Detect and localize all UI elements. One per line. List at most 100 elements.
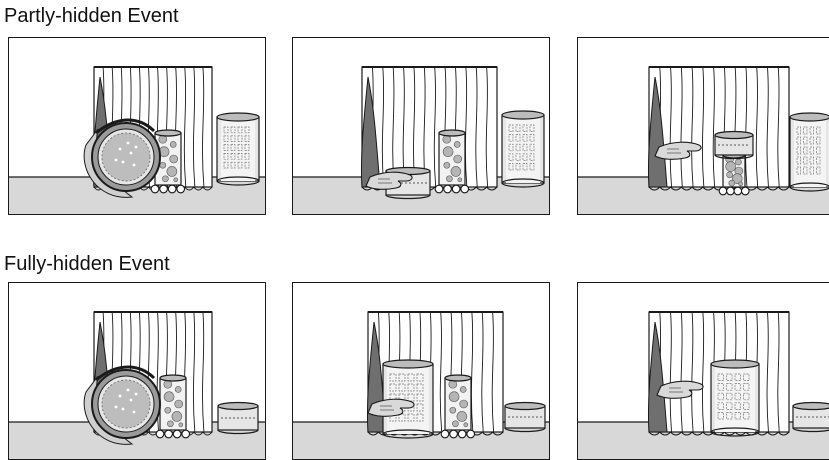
tower-spot (175, 386, 181, 392)
lid-dot (135, 393, 138, 396)
tower-foot-ball (444, 185, 452, 193)
tower-spot (735, 159, 741, 165)
tower-foot-ball (177, 185, 185, 193)
tower-spot (165, 407, 171, 413)
tower-spot (446, 176, 452, 182)
tower-foot-ball (156, 430, 164, 438)
short-lid-cylinder (505, 403, 545, 432)
tower-spot (174, 178, 178, 182)
tower-foot-ball (467, 430, 475, 438)
tower-spot (167, 166, 177, 176)
cylinder-top (383, 360, 433, 368)
tower-spot (729, 180, 735, 186)
tower-spot (170, 141, 176, 147)
lid-dot (119, 148, 122, 151)
tower-spot (160, 162, 166, 168)
tower-spot (450, 407, 456, 413)
tower-spot (452, 421, 458, 427)
tall-patterned-cylinder (711, 360, 759, 436)
tower-spot (444, 162, 450, 168)
scene-svg (577, 37, 829, 215)
tower-spot (727, 172, 733, 178)
panel-fully-hidden-3 (577, 282, 829, 460)
tower-spot (464, 423, 468, 427)
tower-spot (458, 178, 462, 182)
lid-dot (135, 146, 138, 149)
tower-spot (449, 392, 459, 402)
tower-spot (460, 386, 466, 392)
tall-patterned-cylinder (502, 111, 544, 187)
lid-dot (133, 411, 136, 414)
lid-dot (127, 389, 130, 392)
tower-spot (454, 155, 462, 163)
lid-dot (122, 408, 125, 411)
tower-foot-ball (458, 430, 466, 438)
lid-inner-ring (102, 380, 150, 428)
tower-foot-ball (734, 187, 742, 195)
tower-top (445, 375, 471, 381)
scene-svg (8, 282, 266, 460)
tower-top (439, 130, 465, 136)
panel-fully-hidden-1 (8, 282, 266, 460)
panel-partly-hidden-1 (8, 37, 266, 215)
curtain (648, 67, 789, 190)
tower-foot-ball (151, 185, 159, 193)
section-title-fully-hidden: Fully-hidden Event (4, 254, 170, 274)
scene-svg (292, 282, 550, 460)
short-lid-cylinder (218, 403, 258, 434)
short-lid-cylinder (793, 403, 829, 432)
tower-spot (175, 400, 183, 408)
tower-spot (726, 162, 736, 172)
tower-spot (179, 423, 183, 427)
tower-top (160, 375, 186, 381)
panel-partly-hidden-3 (577, 37, 829, 215)
tower-foot-ball (727, 187, 735, 195)
tower-foot-ball (160, 185, 168, 193)
tower-spot (460, 400, 468, 408)
lid-top (218, 403, 258, 410)
tower-spot (162, 176, 168, 182)
tower-foot-ball (461, 185, 469, 193)
lid-dot (122, 161, 125, 164)
lid-dot (119, 395, 122, 398)
tower-foot-ball (450, 430, 458, 438)
dotted-tower (441, 375, 474, 438)
tower-foot-ball (741, 187, 749, 195)
tower-foot-ball (452, 185, 460, 193)
section-title-partly-hidden: Partly-hidden Event (4, 6, 179, 26)
lid-dot (115, 159, 118, 162)
scene-svg (8, 37, 266, 215)
tower-spot (164, 392, 174, 402)
tower-spot (172, 411, 182, 421)
tower-foot-ball (165, 430, 173, 438)
tower-spot (443, 147, 453, 157)
tower-spot (457, 411, 467, 421)
lid-inner-ring (102, 133, 150, 181)
tower-spot (739, 182, 743, 186)
cylinder-top (711, 360, 759, 368)
tower-spot (170, 155, 178, 163)
tower-foot-ball (173, 430, 181, 438)
lid-dot (130, 152, 133, 155)
tower-spot (167, 421, 173, 427)
tower-foot-ball (182, 430, 190, 438)
scene-svg (292, 37, 550, 215)
tower-foot-ball (435, 185, 443, 193)
lid-dot (133, 164, 136, 167)
lid-dot (127, 142, 130, 145)
tall-patterned-cylinder (790, 113, 829, 191)
cylinder-top (790, 113, 829, 121)
tower-spot (451, 166, 461, 176)
lid-top (505, 403, 545, 410)
dotted-tower (156, 375, 189, 438)
tower-foot-ball (441, 430, 449, 438)
cylinder-top (502, 111, 544, 119)
tower-foot-ball (168, 185, 176, 193)
cylinder-top (217, 113, 259, 121)
panel-fully-hidden-2 (292, 282, 550, 460)
tower-top (155, 130, 181, 136)
lid-top (793, 403, 829, 410)
tower-spot (454, 141, 460, 147)
dotted-tower (435, 130, 468, 193)
tower-foot-ball (719, 187, 727, 195)
